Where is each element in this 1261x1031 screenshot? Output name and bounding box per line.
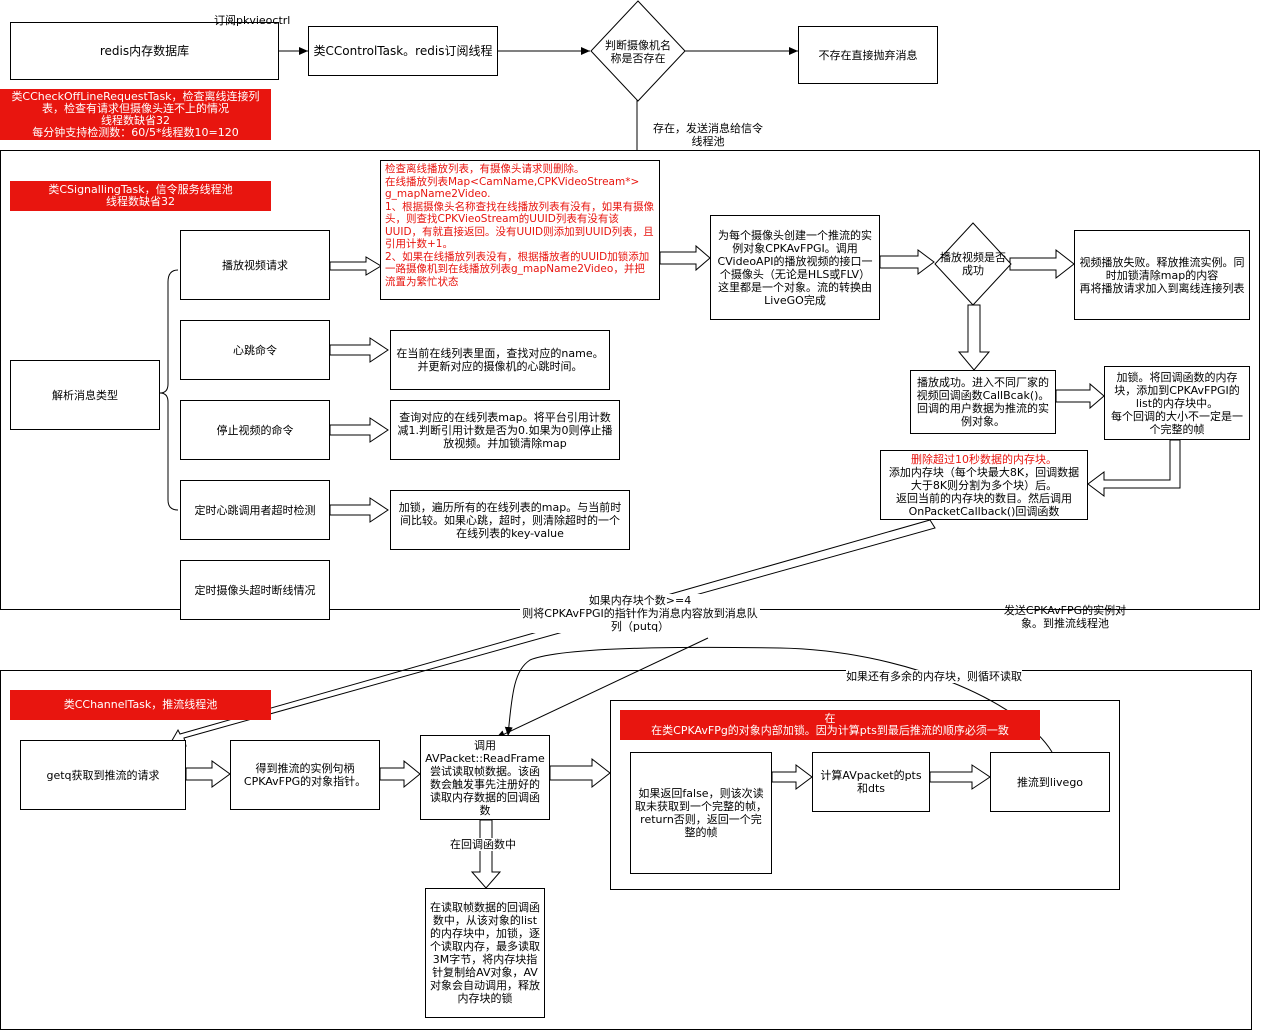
hollow-arrow-timer-to-desc	[329, 497, 389, 523]
judge-diamond	[590, 0, 686, 102]
not-exist-box: 不存在直接抛弃消息	[798, 26, 938, 84]
mem-block-box: 删除超过10秒数据的内存块。 添加内存块（每个块最大8K，回调数据大于8K则分割…	[880, 450, 1088, 520]
timer-hb-desc-box: 加锁，遍历所有的在线列表的map。与当前时间比较。如果心跳，超时，则清除超时的一…	[390, 490, 630, 550]
channel-frame	[0, 670, 1252, 1030]
hollow-arrow-stop-to-query	[329, 417, 389, 443]
play-video-box: 播放视频请求	[180, 230, 330, 300]
in-callback-text: 在读取帧数据的回调函数中，从该对象的list的内存块中，加锁，逐个读取内存，最多…	[430, 901, 540, 1005]
timer-cam-box: 定时摄像头超时断线情况	[180, 560, 330, 620]
getq-box: getq获取到推流的请求	[20, 740, 186, 810]
loop-read-label: 如果还有多余的内存块，则循环读取	[846, 670, 1022, 683]
parse-msg-box: 解析消息类型	[10, 360, 160, 430]
hollow-arrow-getq-to-handle	[185, 760, 231, 788]
control-task-box: 类CControlTask。redis订阅线程	[308, 26, 498, 76]
checkoffline-banner: 类CCheckOffLineRequestTask，检查离线连接列表，检查有请求…	[0, 89, 271, 140]
check-offline-list-box: 检查离线播放列表，有摄像头请求则删除。 在线播放列表Map<CamName,CP…	[380, 160, 660, 300]
stop-query-box: 查询对应的在线列表map。将平台引用计数减1.判断引用计数是否为0.如果为0则停…	[390, 400, 620, 460]
hollow-arrow-play-to-check	[329, 256, 382, 276]
hollow-arrow-handle-to-readframe	[379, 759, 421, 789]
readframe-box: 调用AVPacket::ReadFrame尝试读取帧数据。该函数会触发事先注册好…	[420, 735, 550, 820]
hollow-arrow-addlock-to-memblock	[1087, 439, 1181, 497]
hb-update-box: 在当前在线列表里面，查找对应的name。并更新对应的摄像机的心跳时间。	[390, 330, 610, 390]
if-false-box: 如果返回false，则该次读取未获取到一个完整的帧，return否则，返回一个完…	[630, 752, 772, 874]
mem-block-red: 删除超过10秒数据的内存块。	[911, 452, 1057, 466]
hollow-arrow-check-to-create	[659, 244, 711, 272]
subscribe-label: 订阅pkvieoctrl	[214, 14, 291, 27]
hollow-arrow-diamond-to-ok	[957, 304, 991, 371]
redis-db-box: redis内存数据库	[10, 22, 279, 80]
mem-block-text: 添加内存块（每个块最大8K，回调数据大于8K则分割为多个块）后。 返回当前的内存…	[888, 465, 1080, 518]
mem-ge4-label: 如果内存块个数>=4 则将CPKAvFPGI的指针作为消息内容放到消息队列（pu…	[520, 594, 760, 633]
timer-hb-box: 定时心跳调用者超时检测	[180, 480, 330, 540]
hollow-arrow-readframe-to-group	[549, 757, 611, 789]
play-ok-box: 播放成功。进入不同厂家的视频回调函数CallBcak()。回调的用户数据为推流的…	[910, 370, 1056, 434]
hollow-arrow-pts-to-livego	[929, 764, 991, 790]
brace-parse-msg	[159, 269, 179, 511]
send-obj-label: 发送CPKAvFPG的实例对象。到推流线程池	[1003, 604, 1127, 630]
exist-send-label: 存在，发送消息给信令线程池	[653, 122, 763, 148]
add-lock-box: 加锁。将回调函数的内存块，添加到CPKAvFPGI的list的内存块中。 每个回…	[1104, 366, 1250, 440]
hollow-arrow-create-to-diamond	[879, 249, 935, 275]
play-success-diamond	[934, 222, 1012, 306]
channel-title: 类CChannelTask，推流线程池	[10, 690, 271, 720]
arrow-to-readframe	[495, 637, 709, 739]
push-livego-box: 推流到livego	[990, 752, 1110, 812]
hollow-arrow-ok-to-addlock	[1055, 382, 1105, 410]
hollow-arrow-diamond-to-fail	[1009, 248, 1075, 280]
in-callback-label: 在回调函数中	[450, 838, 516, 851]
in-callback-box: 在读取帧数据的回调函数中，从该对象的list的内存块中，加锁，逐个读取内存，最多…	[425, 888, 545, 1018]
signalling-title: 类CSignallingTask，信令服务线程池 线程数缺省32	[10, 181, 271, 211]
hollow-arrow-readframe-to-callback	[470, 819, 502, 889]
hollow-arrow-hb-to-update	[329, 337, 389, 363]
get-handle-box: 得到推流的实例句柄CPKAvFPG的对象指针。	[230, 740, 380, 810]
stop-video-box: 停止视频的命令	[180, 400, 330, 460]
calc-pts-box: 计算AVpacket的pts和dts	[812, 752, 930, 812]
lock-banner: 在 在类CPKAvFPg的对象内部加锁。因为计算pts到最后推流的顺序必须一致	[620, 710, 1040, 740]
judge-cam-label: 判断摄像机名称是否存在	[605, 39, 671, 65]
hollow-arrow-iffalse-to-pts	[771, 764, 813, 790]
play-success-label: 播放视频是否成功	[940, 251, 1006, 277]
play-fail-box: 视频播放失败。释放推流实例。同时加锁清除map的内容 再将播放请求加入到离线连接…	[1074, 230, 1250, 320]
lock-group-frame	[610, 700, 1120, 890]
create-instance-box: 为每个摄像头创建一个推流的实例对象CPKAvFPGI。调用CVideoAPI的播…	[710, 215, 880, 320]
heartbeat-box: 心跳命令	[180, 320, 330, 380]
